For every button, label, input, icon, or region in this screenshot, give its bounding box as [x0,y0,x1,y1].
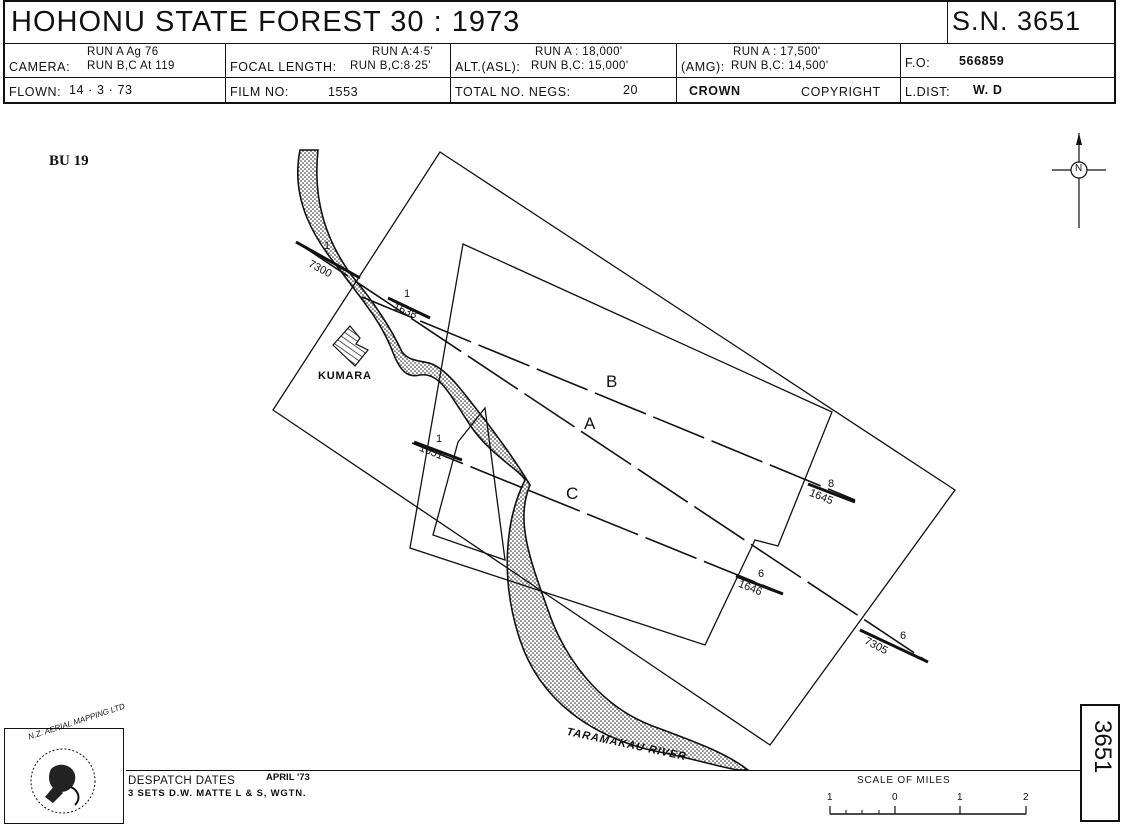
film-cell: FILM NO: 1553 [226,78,451,104]
fo-label: F.O: [905,56,931,70]
alt-cell: RUN A : 18,000' ALT.(ASL): RUN B,C: 15,0… [451,44,677,78]
footer-strip: DESPATCH DATES APRIL '73 3 SETS D.W. MAT… [126,770,1080,824]
focal-label: FOCAL LENGTH: [230,60,337,74]
fo-value: 566859 [959,54,1005,68]
run-b-end-bar [807,482,856,504]
run-c-end-bar [735,574,784,596]
taramakau-river [296,149,751,771]
run-c-flightline [411,442,783,594]
scale-tick-0: 0 [892,792,898,803]
nz-aerial-mapping-logo: N.Z. AERIAL MAPPING LTD [4,702,126,824]
despatch-date: APRIL '73 [266,772,310,783]
run-b-start-bar [387,296,431,320]
north-arrow-icon [1052,133,1106,228]
amg-label: (AMG): [681,60,725,74]
map-title: HOHONU STATE FOREST 30 : 1973 [11,6,521,38]
alt-label: ALT.(ASL): [455,60,521,74]
run-a-coverage [272,151,956,746]
north-label: N [1075,163,1083,174]
run-c-label: C [566,484,579,503]
copyright-cell: CROWN COPYRIGHT [677,78,901,104]
side-number-box: 3651 [1080,704,1120,822]
amg-cell: RUN A : 17,500' (AMG): RUN B,C: 14,500' [677,44,901,78]
scale-bar [829,806,1027,815]
run-b-start-num: 1 [404,288,411,300]
focal-run-bc: RUN B,C:8·25' [350,60,431,72]
copyright-text: COPYRIGHT [801,85,881,99]
film-value: 1553 [328,85,359,99]
focal-run-a: RUN A:4·5' [372,46,434,58]
negs-label: TOTAL NO. NEGS: [455,85,571,99]
sn-cell: S.N. 3651 [948,2,1114,44]
run-a-end-bar [859,628,929,664]
side-number: 3651 [1089,720,1116,774]
camera-run-a: RUN A Ag 76 [87,46,159,58]
run-a-start-bar [295,240,361,280]
flown-label: FLOWN: [9,85,62,99]
camera-label: CAMERA: [9,60,71,74]
ldist-cell: L.DIST: W. D [901,78,1114,104]
flown-cell: FLOWN: 14 · 3 · 73 [5,78,226,104]
film-label: FILM NO: [230,85,289,99]
scale-title: SCALE OF MILES [857,775,951,786]
alt-run-a: RUN A : 18,000' [535,46,623,58]
amg-run-bc: RUN B,C: 14,500' [731,60,829,72]
logo-emblem-icon [30,748,96,814]
scale-tick-1-left: 1 [827,792,833,803]
camera-run-bc: RUN B,C At 119 [87,60,175,72]
sn-number: S.N. 3651 [952,6,1082,36]
amg-run-a: RUN A : 17,500' [733,46,821,58]
scale-tick-2: 2 [1023,792,1029,803]
run-a-flightline [297,242,926,661]
crown-text: CROWN [689,84,741,98]
sheet-label: BU 19 [49,153,89,169]
run-b-coverage [409,243,833,646]
town-label: KUMARA [318,370,372,382]
fo-cell: F.O: 566859 [901,44,1114,78]
run-c-start-num: 1 [436,433,443,445]
run-c-start-bar [413,440,463,462]
header-table: HOHONU STATE FOREST 30 : 1973 S.N. 3651 … [3,0,1116,104]
run-a-start-num: 1 [324,240,331,252]
despatch-details: 3 SETS D.W. MATTE L & S, WGTN. [128,788,307,799]
negs-value: 20 [623,83,639,97]
run-c-end-num: 6 [758,568,765,580]
focal-cell: RUN A:4·5' FOCAL LENGTH: RUN B,C:8·25' [226,44,451,78]
negs-cell: TOTAL NO. NEGS: 20 [451,78,677,104]
despatch-label: DESPATCH DATES [128,775,236,787]
run-c-coverage [432,406,506,561]
run-a-end-num: 6 [900,630,907,642]
run-b-label: B [606,372,618,391]
run-a-label: A [584,414,596,433]
flown-value: 14 · 3 · 73 [69,83,133,97]
ldist-label: L.DIST: [905,85,951,99]
scale-tick-1: 1 [957,792,963,803]
kumara-town-block [332,325,369,367]
run-b-flightline [361,296,856,501]
title-cell: HOHONU STATE FOREST 30 : 1973 [5,2,948,44]
run-b-end-num: 8 [828,478,835,490]
ldist-value: W. D [973,83,1003,97]
alt-run-bc: RUN B,C: 15,000' [531,60,629,72]
camera-cell: RUN A Ag 76 CAMERA: RUN B,C At 119 [5,44,226,78]
